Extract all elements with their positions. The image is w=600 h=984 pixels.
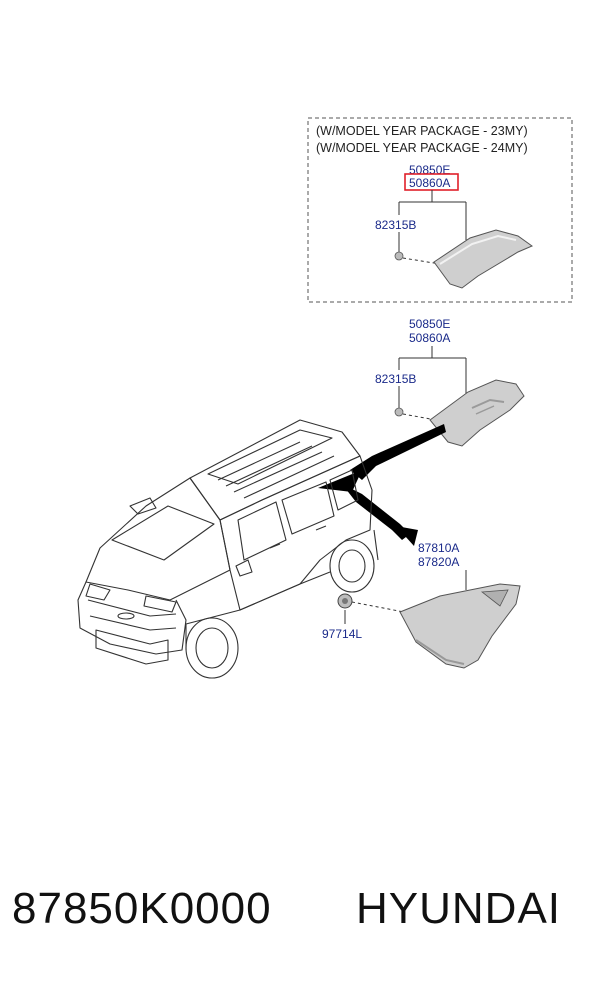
lower-clip-label: 97714L [322,627,362,641]
upper-clip-label: 82315B [375,372,416,386]
lower-leader-lines [344,570,467,624]
lower-part-label-a: 87810A [418,541,459,555]
package-note-24my: (W/MODEL YEAR PACKAGE - 24MY) [316,141,528,155]
box-clip-label: 82315B [375,218,416,232]
package-note-23my: (W/MODEL YEAR PACKAGE - 23MY) [316,124,528,138]
quarter-garnish-icon [399,583,521,669]
lower-clip-icon [337,593,353,609]
box-part-label-a: 50850E [409,163,450,177]
box-clip-icon [394,251,404,261]
brand-name: HYUNDAI [356,884,562,933]
lower-part-label-b: 87820A [418,555,459,569]
box-garnish-icon [433,229,534,289]
footer: 87850K0000 HYUNDAI [0,870,600,950]
upper-part-label-a: 50850E [409,317,450,331]
upper-part-label-b: 50860A [409,331,450,345]
pointer-arrows [318,424,446,546]
upper-leader-lines [398,346,467,421]
box-part-label-b-highlighted: 50860A [409,176,450,190]
box-leader-lines [398,190,467,265]
upper-clip-icon [394,407,404,417]
vehicle-illustration [77,419,379,679]
upper-garnish-icon [429,379,525,447]
part-number: 87850K0000 [12,884,272,933]
